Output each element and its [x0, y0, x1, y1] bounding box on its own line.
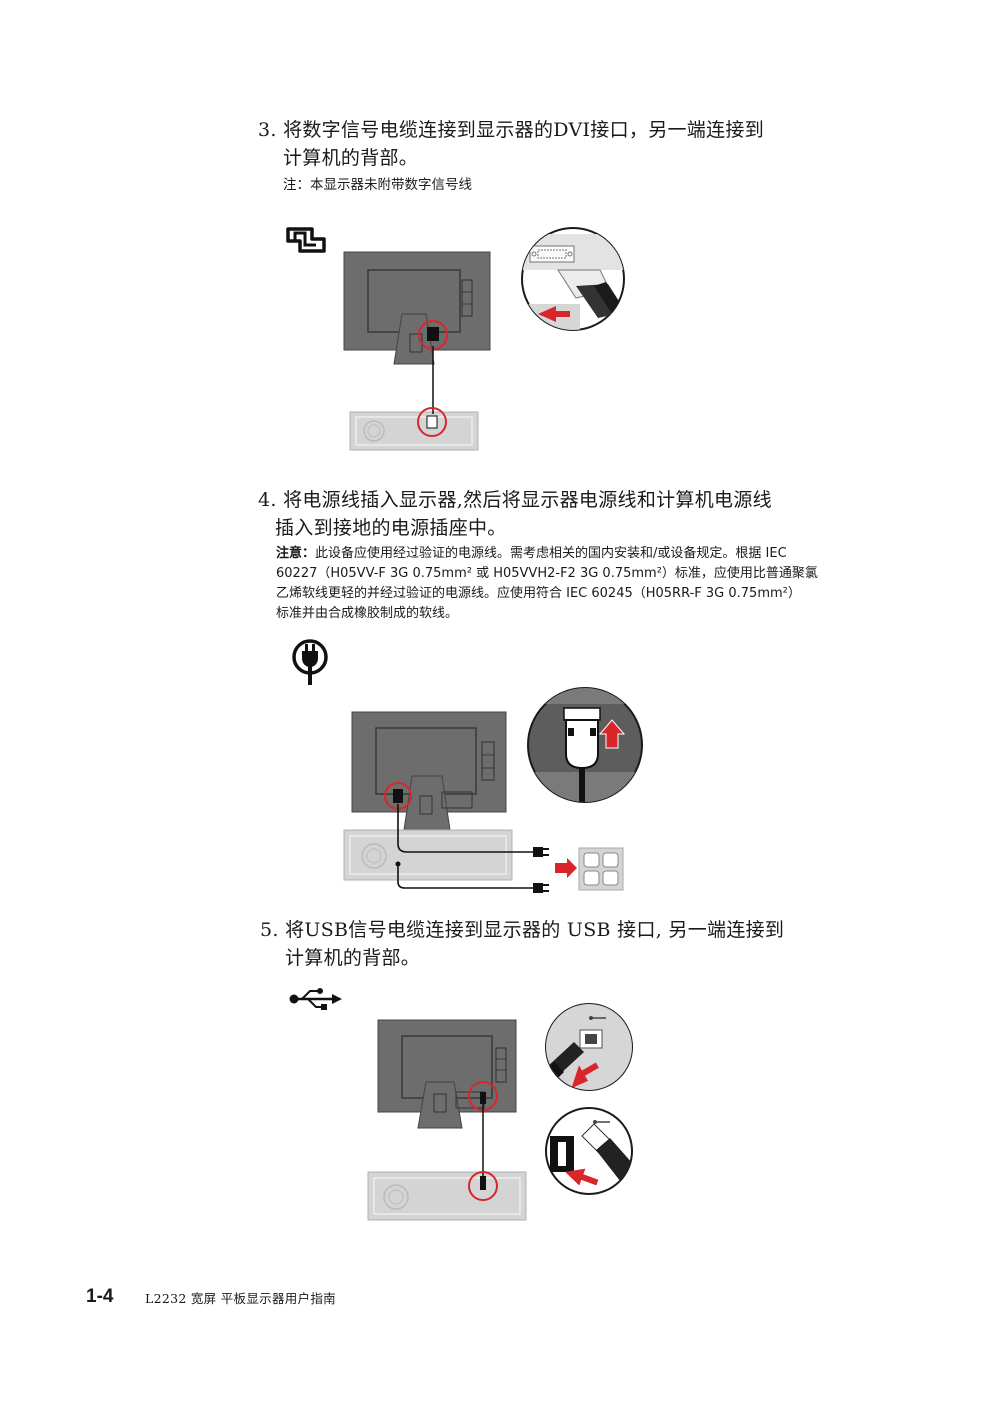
- step3-line1: 将数字信号电缆连接到显示器的DVI接口，另一端连接到: [283, 119, 765, 141]
- step3-number: 3.: [258, 119, 277, 141]
- step3-zoom-dvi-detail: [521, 227, 625, 331]
- step4-note-line2: 60227（H05VV-F 3G 0.75mm² 或 H05VVH2-F2 3G…: [276, 566, 818, 581]
- step5-number: 5.: [260, 919, 279, 941]
- wall-outlet-icon: [555, 847, 624, 891]
- step4-note-label: 注意：: [276, 546, 316, 561]
- step4-number: 4.: [258, 489, 277, 511]
- step3-pc-tower: [349, 411, 479, 451]
- step5-line2: 计算机的背部。: [285, 947, 421, 969]
- step5-line1: 将USB信号电缆连接到显示器的 USB 接口, 另一端连接到: [285, 919, 785, 941]
- step4-text: 4. 将电源线插入显示器,然后将显示器电源线和计算机电源线: [258, 486, 772, 514]
- step5-pc-tower: [367, 1171, 527, 1221]
- page-number: 1-4: [86, 1286, 114, 1307]
- step5-zoom-usb-b-detail: [545, 1003, 633, 1091]
- step4-zoom-power-detail: [527, 687, 643, 803]
- step4-note-line3: 乙烯软线更轻的并经过验证的电源线。应使用符合 IEC 60245（H05RR-F…: [276, 586, 801, 601]
- step5-text: 5. 将USB信号电缆连接到显示器的 USB 接口, 另一端连接到: [260, 916, 784, 944]
- step4-note-text1: 此设备应使用经过验证的电源线。需考虑相关的国内安装和/或设备规定。根据 IEC: [315, 546, 787, 561]
- manual-title: L2232 宽屏 平板显示器用户指南: [145, 1291, 336, 1306]
- dvi-connector-icon: [286, 227, 326, 253]
- step5-usb-cable: [468, 1081, 498, 1201]
- step4-line1: 将电源线插入显示器,然后将显示器电源线和计算机电源线: [283, 489, 772, 511]
- step4-pc-tower: [343, 829, 513, 881]
- step3-pc-port-highlight: [417, 407, 447, 437]
- step5-monitor-back: [377, 1019, 517, 1129]
- step3-note: 注：本显示器未附带数字信号线: [283, 177, 472, 193]
- step4-note-line4: 标准并由合成橡胶制成的软线。: [276, 606, 459, 621]
- step4-monitor-back: [351, 711, 507, 831]
- step4-power-cables: [384, 782, 549, 893]
- step3-monitor-back: [343, 251, 491, 365]
- step4-note-line1: 注意：此设备应使用经过验证的电源线。需考虑相关的国内安装和/或设备规定。根据 I…: [276, 544, 787, 564]
- step5-zoom-usb-a-detail: [545, 1107, 633, 1195]
- step3-cable: [432, 346, 434, 414]
- step3-line2: 计算机的背部。: [283, 147, 419, 169]
- power-plug-icon: [292, 639, 328, 685]
- usb-icon: [289, 988, 342, 1010]
- step3-text: 3. 将数字信号电缆连接到显示器的DVI接口，另一端连接到: [258, 116, 764, 144]
- step4-line2: 插入到接地的电源插座中。: [275, 517, 507, 539]
